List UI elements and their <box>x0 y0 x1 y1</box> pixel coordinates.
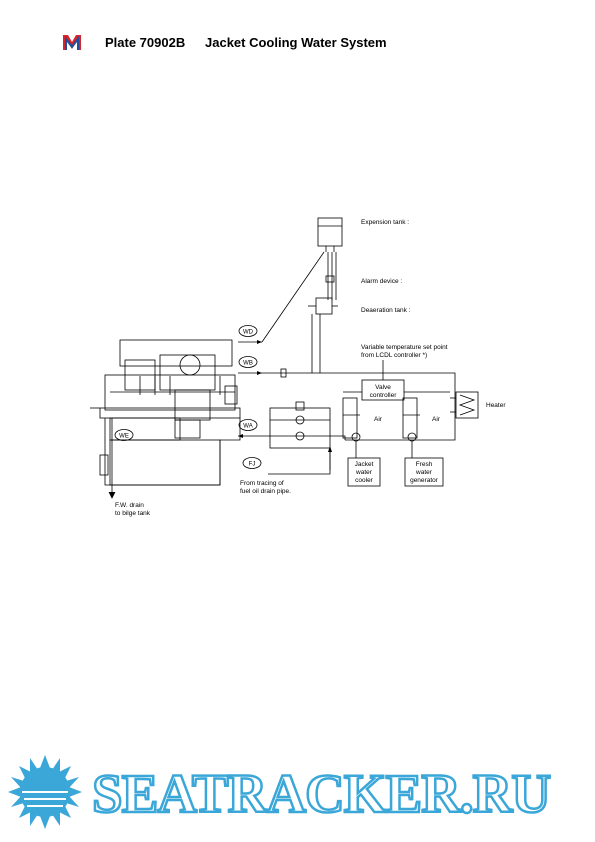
fresh-generator-label-1: Fresh <box>416 461 433 468</box>
variable-temp-label-1: Variable temperature set point <box>361 344 448 351</box>
fj-note-1: From tracing of <box>240 480 284 487</box>
fj-label: FJ <box>249 462 256 468</box>
plate-number: Plate 70902B <box>105 35 186 50</box>
page-title: Jacket Cooling Water System <box>205 35 387 50</box>
we-label: WE <box>119 434 129 440</box>
wa-bubble <box>238 419 258 431</box>
drain-note-1: F.W. drain <box>115 502 144 509</box>
watermark-text: SEATRACKER.RU <box>91 762 553 826</box>
man-logo-icon <box>63 35 81 50</box>
pump-group <box>269 407 331 449</box>
fresh-water-generator <box>404 457 444 487</box>
deaeration-tank-label: Deaeration tank : <box>361 307 411 314</box>
wd-label: WD <box>243 330 254 336</box>
air-label-1: Air <box>374 416 383 423</box>
fj-bubble <box>242 457 262 469</box>
air-label-2: Air <box>432 416 441 423</box>
fj-note-2: fuel oil drain pipe. <box>240 488 291 495</box>
valve-controller-label-2: controller <box>370 392 398 399</box>
drain-note-2: to bilge tank <box>115 510 151 517</box>
jacket-cooler-label-1: Jacket <box>355 461 374 468</box>
heater-label: Heater <box>486 402 506 409</box>
jacket-cooler-label-3: cooler <box>355 477 374 484</box>
deaeration-tank <box>315 297 333 315</box>
alarm-device-label: Alarm device : <box>361 278 402 285</box>
wb-bubble <box>238 356 258 368</box>
fresh-generator-label-2: water <box>415 469 433 476</box>
valve-controller-label-1: Valve <box>375 384 391 391</box>
wd-bubble <box>238 325 258 337</box>
expansion-tank-label: Expension tank : <box>361 219 409 226</box>
variable-temp-label-2: from LCDL controller *) <box>361 352 427 359</box>
jacket-water-cooler <box>347 457 381 487</box>
heater <box>455 391 479 419</box>
we-bubble <box>114 429 134 441</box>
wb-label: WB <box>243 361 253 367</box>
header <box>62 32 82 52</box>
wa-label: WA <box>243 424 252 430</box>
jacket-cooler-label-2: water <box>355 469 373 476</box>
expansion-tank <box>317 217 343 247</box>
engine-drawing <box>90 339 241 486</box>
fresh-generator-label-3: generator <box>410 477 439 484</box>
